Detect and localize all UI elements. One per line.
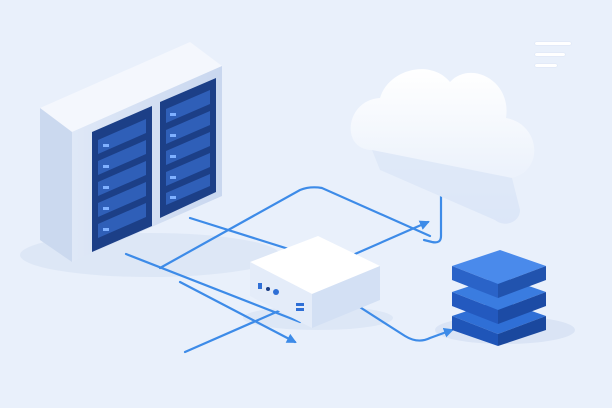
connector-cloud-to-db	[422, 194, 443, 244]
connector-rack-floor-1	[124, 252, 302, 324]
network-hub-icon	[250, 236, 380, 328]
hub-port-1	[258, 283, 262, 289]
connector-floor-loop	[158, 186, 432, 270]
connectors	[124, 186, 454, 354]
connector-hub-to-db	[353, 302, 454, 342]
hub-button	[273, 289, 279, 295]
hub-usb-1	[296, 303, 304, 306]
hub-led	[266, 287, 270, 291]
connector-hub-to-cloud	[353, 220, 430, 256]
menu-line-3	[535, 64, 557, 67]
hub-usb-2	[296, 308, 304, 311]
cloud-icon	[350, 69, 535, 224]
menu-line-1	[535, 42, 571, 45]
connector-floor-arrow-1	[178, 280, 297, 344]
menu-icon[interactable]	[535, 42, 571, 72]
menu-line-2	[535, 53, 565, 56]
server-rack-icon	[40, 42, 222, 262]
database-icon	[452, 250, 546, 346]
